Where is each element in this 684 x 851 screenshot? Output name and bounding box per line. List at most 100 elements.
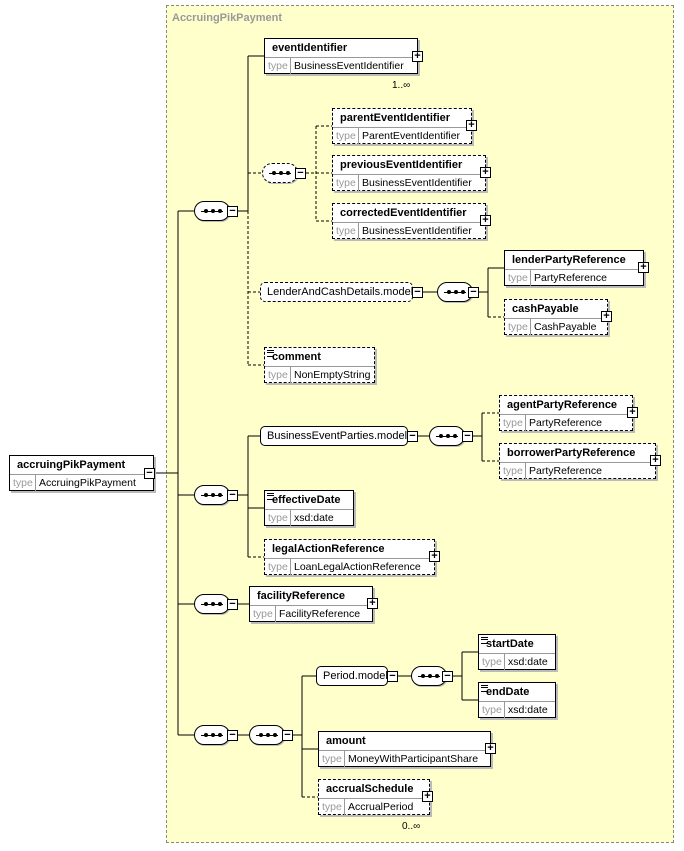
type-value: BusinessEventIdentifier [362,225,472,237]
type-value: PartyReference [529,417,602,429]
type-value: PartyReference [529,465,602,477]
collapse-icon[interactable]: − [227,490,238,501]
expand-icon[interactable]: + [466,120,477,131]
type-value: xsd:date [294,512,334,524]
expand-icon[interactable]: + [627,407,638,418]
simple-type-icon [481,637,488,644]
type-value: BusinessEventIdentifier [294,60,404,72]
sequence-compositor-2 [194,485,230,505]
expand-icon[interactable]: + [412,51,423,62]
type-label: type [333,128,359,144]
type-label: type [500,463,526,479]
expand-icon[interactable]: + [650,455,661,466]
collapse-icon[interactable]: − [227,599,238,610]
type-value: xsd:date [508,704,548,716]
sequence-compositor-period [411,666,447,686]
type-label: type [250,606,276,622]
element-name: comment [272,351,321,363]
occurrence-label: 0..∞ [402,821,421,832]
expand-icon[interactable]: + [601,311,612,322]
collapse-icon[interactable]: − [144,468,155,479]
element-name: endDate [486,686,530,698]
simple-type-icon [267,350,274,357]
type-label: type [479,702,505,718]
expand-icon[interactable]: + [480,215,491,226]
collapse-icon[interactable]: − [462,431,473,442]
group-title: AccruingPikPayment [172,12,283,24]
expand-icon[interactable]: + [429,551,440,562]
collapse-icon[interactable]: − [442,671,453,682]
sequence-compositor-3 [194,594,230,614]
expand-icon[interactable]: + [485,743,496,754]
occurrence-label: 1..∞ [392,80,411,91]
expand-icon[interactable]: + [422,791,433,802]
element-name: eventIdentifier [272,42,348,54]
expand-icon[interactable]: + [638,262,649,273]
element-name: amount [326,735,366,747]
sequence-compositor-4 [194,725,230,745]
collapse-icon[interactable]: − [412,287,423,298]
element-name: legalActionReference [272,543,385,555]
collapse-icon[interactable]: − [407,431,418,442]
type-label: type [505,270,531,286]
group-business-event-parties[interactable]: BusinessEventParties.model [260,426,408,446]
collapse-icon[interactable]: − [387,671,398,682]
type-value: xsd:date [508,656,548,668]
type-label: type [500,415,526,431]
type-label: type [333,175,359,191]
type-value: FacilityReference [279,608,361,620]
type-label: type [479,654,505,670]
element-name: lenderPartyReference [512,254,626,266]
type-value: PartyReference [534,272,607,284]
group-period-model[interactable]: Period.model [316,666,388,686]
type-label: type [10,475,36,491]
element-name: agentPartyReference [507,399,618,411]
collapse-icon[interactable]: − [227,206,238,217]
type-label: type [333,223,359,239]
expand-icon[interactable]: + [367,598,378,609]
sequence-compositor-choice [262,163,298,183]
expand-icon[interactable]: + [480,167,491,178]
element-name: facilityReference [257,590,346,602]
sequence-compositor-parties [429,426,465,446]
collapse-icon[interactable]: − [468,287,479,298]
element-name: cashPayable [512,303,579,315]
element-name: startDate [486,638,534,650]
type-label: type [319,751,345,767]
collapse-icon[interactable]: − [295,168,306,179]
type-label: type [265,510,291,526]
collapse-icon[interactable]: − [227,730,238,741]
group-lender-and-cash-details[interactable]: LenderAndCashDetails.model [260,282,413,302]
type-value: NonEmptyString [294,369,371,381]
type-label: type [319,799,345,815]
collapse-icon[interactable]: − [282,730,293,741]
type-value: MoneyWithParticipantShare [348,753,479,765]
